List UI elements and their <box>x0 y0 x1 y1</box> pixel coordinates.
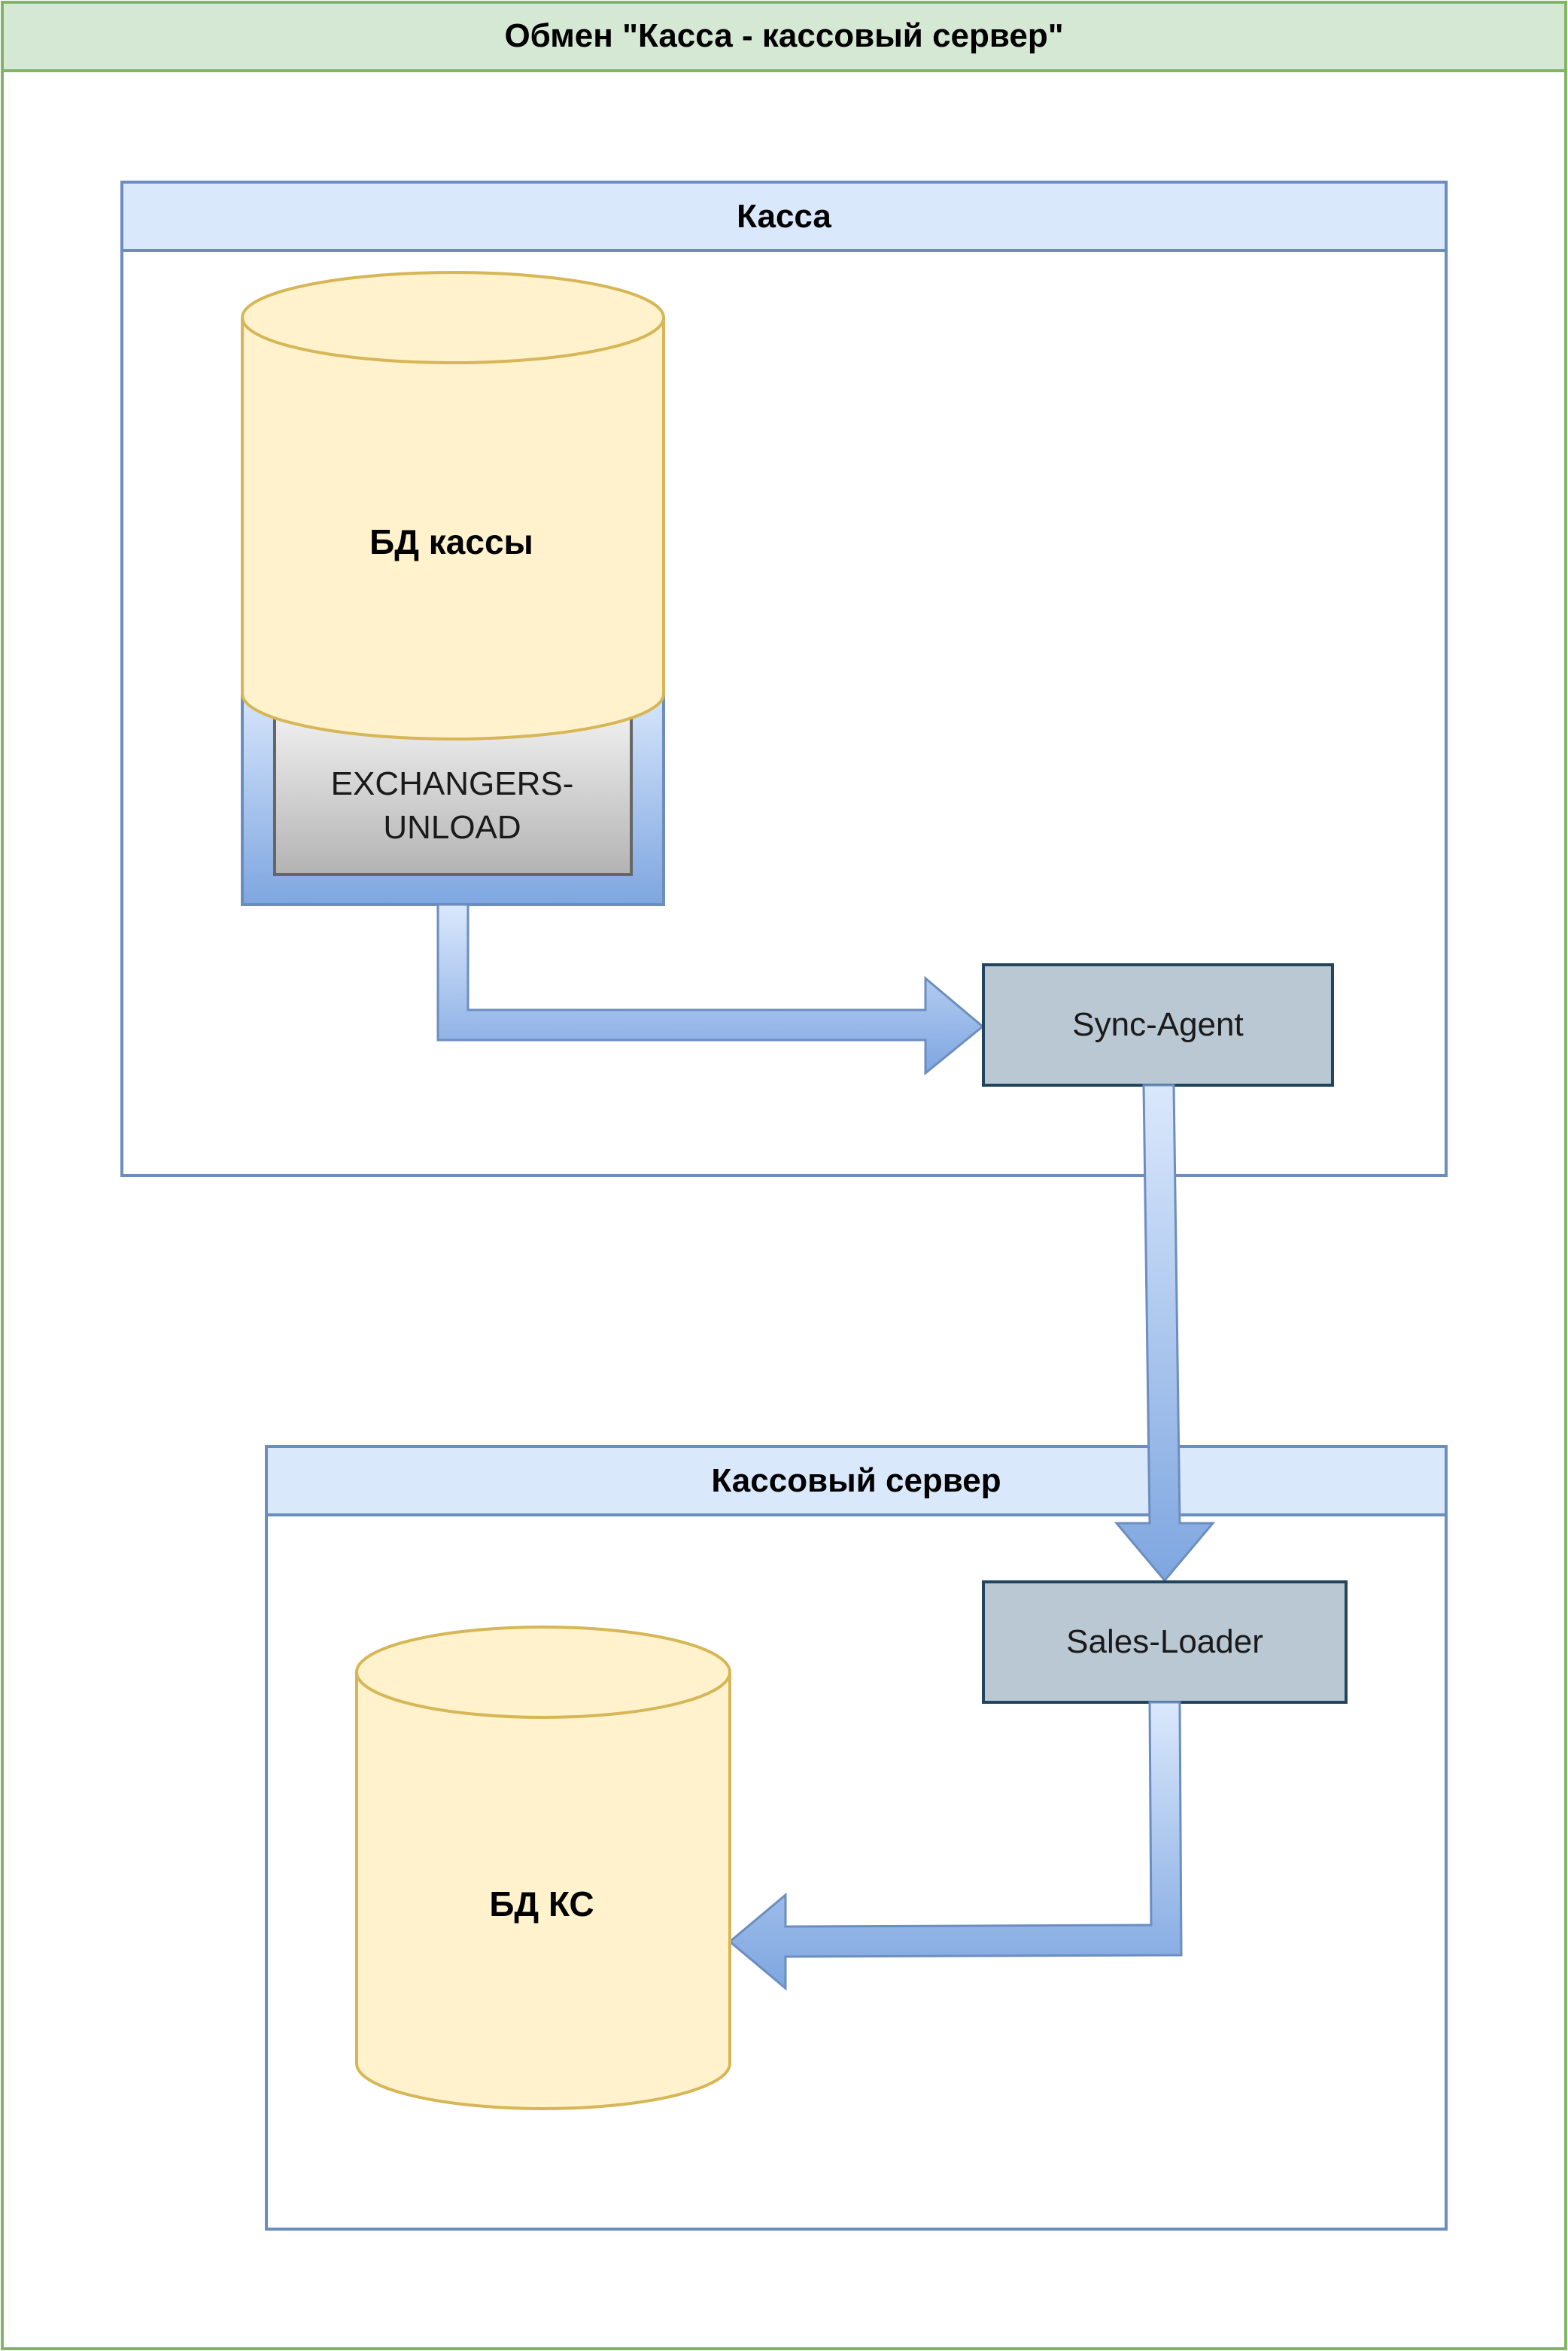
arrow-exchangers-to-sync-agent <box>436 903 985 1076</box>
exchangers-unload-label-line2: UNLOAD <box>383 809 521 846</box>
exchangers-unload-label-line1: EXCHANGERS- <box>331 765 574 802</box>
arrow-sales-loader-to-db-ks <box>728 1701 1183 1991</box>
server-group-title: Кассовый сервер <box>711 1462 1001 1499</box>
kassa-group-title: Касса <box>737 198 831 235</box>
db-kassa-label: БД кассы <box>369 522 533 561</box>
outer-frame-title: Обмен "Касса - кассовый сервер" <box>504 17 1063 54</box>
sync-agent-box: Sync-Agent <box>982 963 1334 1087</box>
arrow-sync-agent-to-sales-loader <box>1114 1084 1216 1583</box>
server-group-header <box>265 1445 1448 1516</box>
db-ks-label: БД КС <box>489 1884 594 1924</box>
sales-loader-box: Sales-Loader <box>982 1580 1348 1704</box>
db-kassa-cylinder: БД кассы <box>241 271 665 741</box>
kassa-group-header <box>120 181 1448 252</box>
sales-loader-label: Sales-Loader <box>1066 1623 1263 1660</box>
sync-agent-label: Sync-Agent <box>1072 1006 1243 1043</box>
outer-frame-header <box>1 1 1567 72</box>
db-ks-cylinder: БД КС <box>355 1626 731 2110</box>
